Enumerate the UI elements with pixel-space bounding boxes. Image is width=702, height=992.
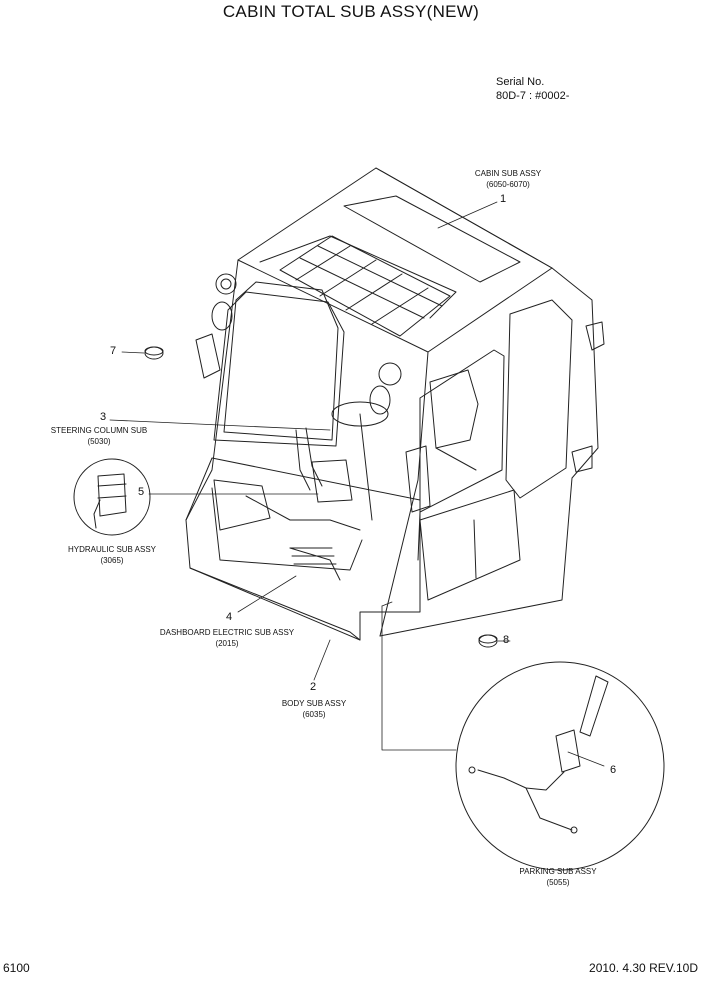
- callout-number-2: 2: [310, 681, 317, 693]
- callout-label-4: DASHBOARD ELECTRIC SUB ASSY (2015): [142, 627, 312, 649]
- page-number: 6100: [3, 961, 30, 975]
- callout-label-1: CABIN SUB ASSY (6050-6070): [448, 168, 568, 190]
- callout-label-6: PARKING SUB ASSY (5055): [498, 866, 618, 888]
- callout-label-3: STEERING COLUMN SUB (5030): [36, 425, 162, 447]
- callout-code-1: (6050-6070): [486, 180, 530, 189]
- callout-number-3: 3: [100, 411, 107, 423]
- callout-name-3: STEERING COLUMN SUB: [50, 426, 148, 435]
- callout-number-5: 5: [138, 486, 145, 498]
- cabin-frame: [185, 167, 605, 641]
- callout-number-7: 7: [110, 345, 117, 357]
- detail-hydraulic: [73, 458, 151, 536]
- plug-7: [144, 346, 164, 360]
- callout-code-5: (3065): [100, 556, 124, 565]
- date-revision: 2010. 4.30 REV.10D: [589, 961, 698, 975]
- serial-range: 80D-7 : #0002-: [496, 90, 570, 102]
- callout-name-1: CABIN SUB ASSY: [474, 169, 542, 178]
- callout-code-2: (6035): [302, 710, 326, 719]
- callout-code-4: (2015): [215, 639, 239, 648]
- callout-label-5: HYDRAULIC SUB ASSY (3065): [54, 544, 170, 566]
- callout-number-8: 8: [503, 634, 510, 646]
- detail-parking: [455, 661, 665, 871]
- callout-name-5: HYDRAULIC SUB ASSY: [67, 545, 157, 554]
- serial-block: Serial No. 80D-7 : #0002-: [496, 75, 569, 103]
- callout-code-3: (5030): [87, 437, 111, 446]
- callout-label-2: BODY SUB ASSY (6035): [256, 698, 372, 720]
- leader-lines: [109, 201, 605, 767]
- callout-name-2: BODY SUB ASSY: [281, 699, 347, 708]
- callout-name-6: PARKING SUB ASSY: [519, 867, 597, 876]
- plug-8: [478, 634, 498, 648]
- page-title: CABIN TOTAL SUB ASSY(NEW): [222, 2, 480, 21]
- callout-name-4: DASHBOARD ELECTRIC SUB ASSY: [159, 628, 295, 637]
- callout-number-4: 4: [226, 611, 233, 623]
- callout-code-6: (5055): [546, 878, 570, 887]
- serial-label: Serial No.: [496, 76, 545, 88]
- callout-number-1: 1: [500, 193, 507, 205]
- callout-number-6: 6: [610, 764, 617, 776]
